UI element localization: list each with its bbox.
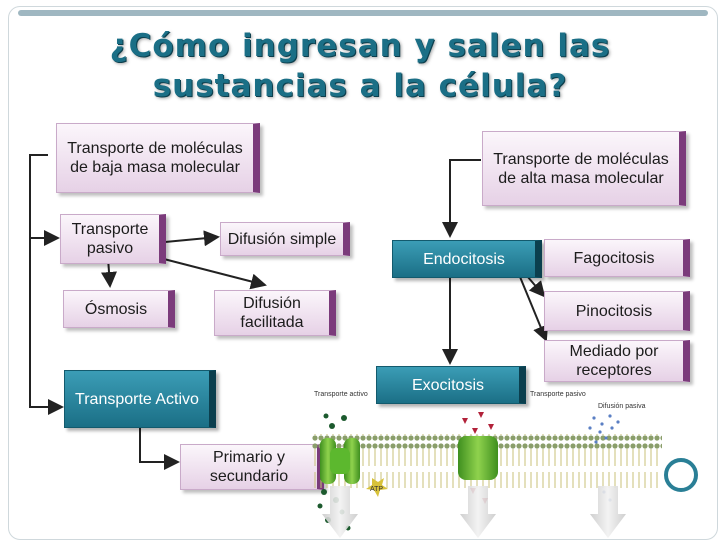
arrow-diffusion [590, 486, 626, 538]
top-accent-bar [18, 10, 708, 16]
osmosis-box: Ósmosis [63, 290, 175, 328]
pinocitosis-label: Pinocitosis [575, 302, 653, 320]
transporte-pasivo-box: Transporte pasivo [60, 214, 166, 264]
difusion-facilitada-box: Difusión facilitada [214, 290, 336, 336]
exocitosis-label: Exocitosis [411, 376, 485, 394]
transporte-pasivo-label: Transporte pasivo [71, 221, 149, 257]
carrier-protein [458, 436, 498, 480]
pinocitosis-box: Pinocitosis [544, 291, 690, 331]
arrow-carrier [460, 486, 496, 538]
endocitosis-label: Endocitosis [423, 250, 505, 268]
title-line-1: ¿Cómo ingresan y salen las [109, 28, 611, 64]
pump-protein [320, 438, 360, 484]
fagocitosis-box: Fagocitosis [544, 239, 690, 277]
primario-secundario-box: Primario y secundario [180, 444, 324, 490]
label-transporte-activo: Transporte activo [314, 391, 368, 398]
transporte-baja-masa-box: Transporte de moléculas de baja masa mol… [56, 123, 260, 193]
mediado-receptores-label: Mediado por receptores [569, 343, 659, 379]
slide-title: ¿Cómo ingresan y salen las sustancias a … [60, 26, 660, 106]
transporte-activo-box: Transporte Activo [64, 370, 216, 428]
slide-frame [8, 6, 718, 540]
primario-secundario-label: Primario y secundario [209, 449, 289, 485]
transporte-alta-masa-box: Transporte de moléculas de alta masa mol… [482, 131, 686, 206]
osmosis-label: Ósmosis [84, 300, 148, 318]
difusion-simple-box: Difusión simple [220, 222, 350, 256]
slide-decoration-circle [664, 458, 698, 492]
label-difusion-pasiva: Difusión pasiva [598, 403, 646, 410]
atp-icon: ATP [366, 478, 388, 497]
exocitosis-box: Exocitosis [376, 366, 526, 404]
transporte-activo-label: Transporte Activo [75, 390, 199, 408]
endocitosis-box: Endocitosis [392, 240, 542, 278]
transporte-alta-masa-label: Transporte de moléculas de alta masa mol… [493, 150, 669, 187]
mediado-receptores-box: Mediado por receptores [544, 340, 690, 382]
arrow-active [322, 486, 358, 538]
difusion-facilitada-label: Difusión facilitada [240, 295, 304, 331]
label-transporte-pasivo: Transporte pasivo [530, 391, 586, 398]
membrane-illustration: Transporte activo Transporte pasivo Difu… [312, 391, 662, 538]
title-line-2: sustancias a la célula? [152, 68, 568, 104]
transporte-baja-masa-label: Transporte de moléculas de baja masa mol… [67, 140, 243, 176]
difusion-simple-label: Difusión simple [227, 230, 337, 248]
svg-text:ATP: ATP [370, 486, 383, 493]
fagocitosis-label: Fagocitosis [573, 249, 655, 267]
